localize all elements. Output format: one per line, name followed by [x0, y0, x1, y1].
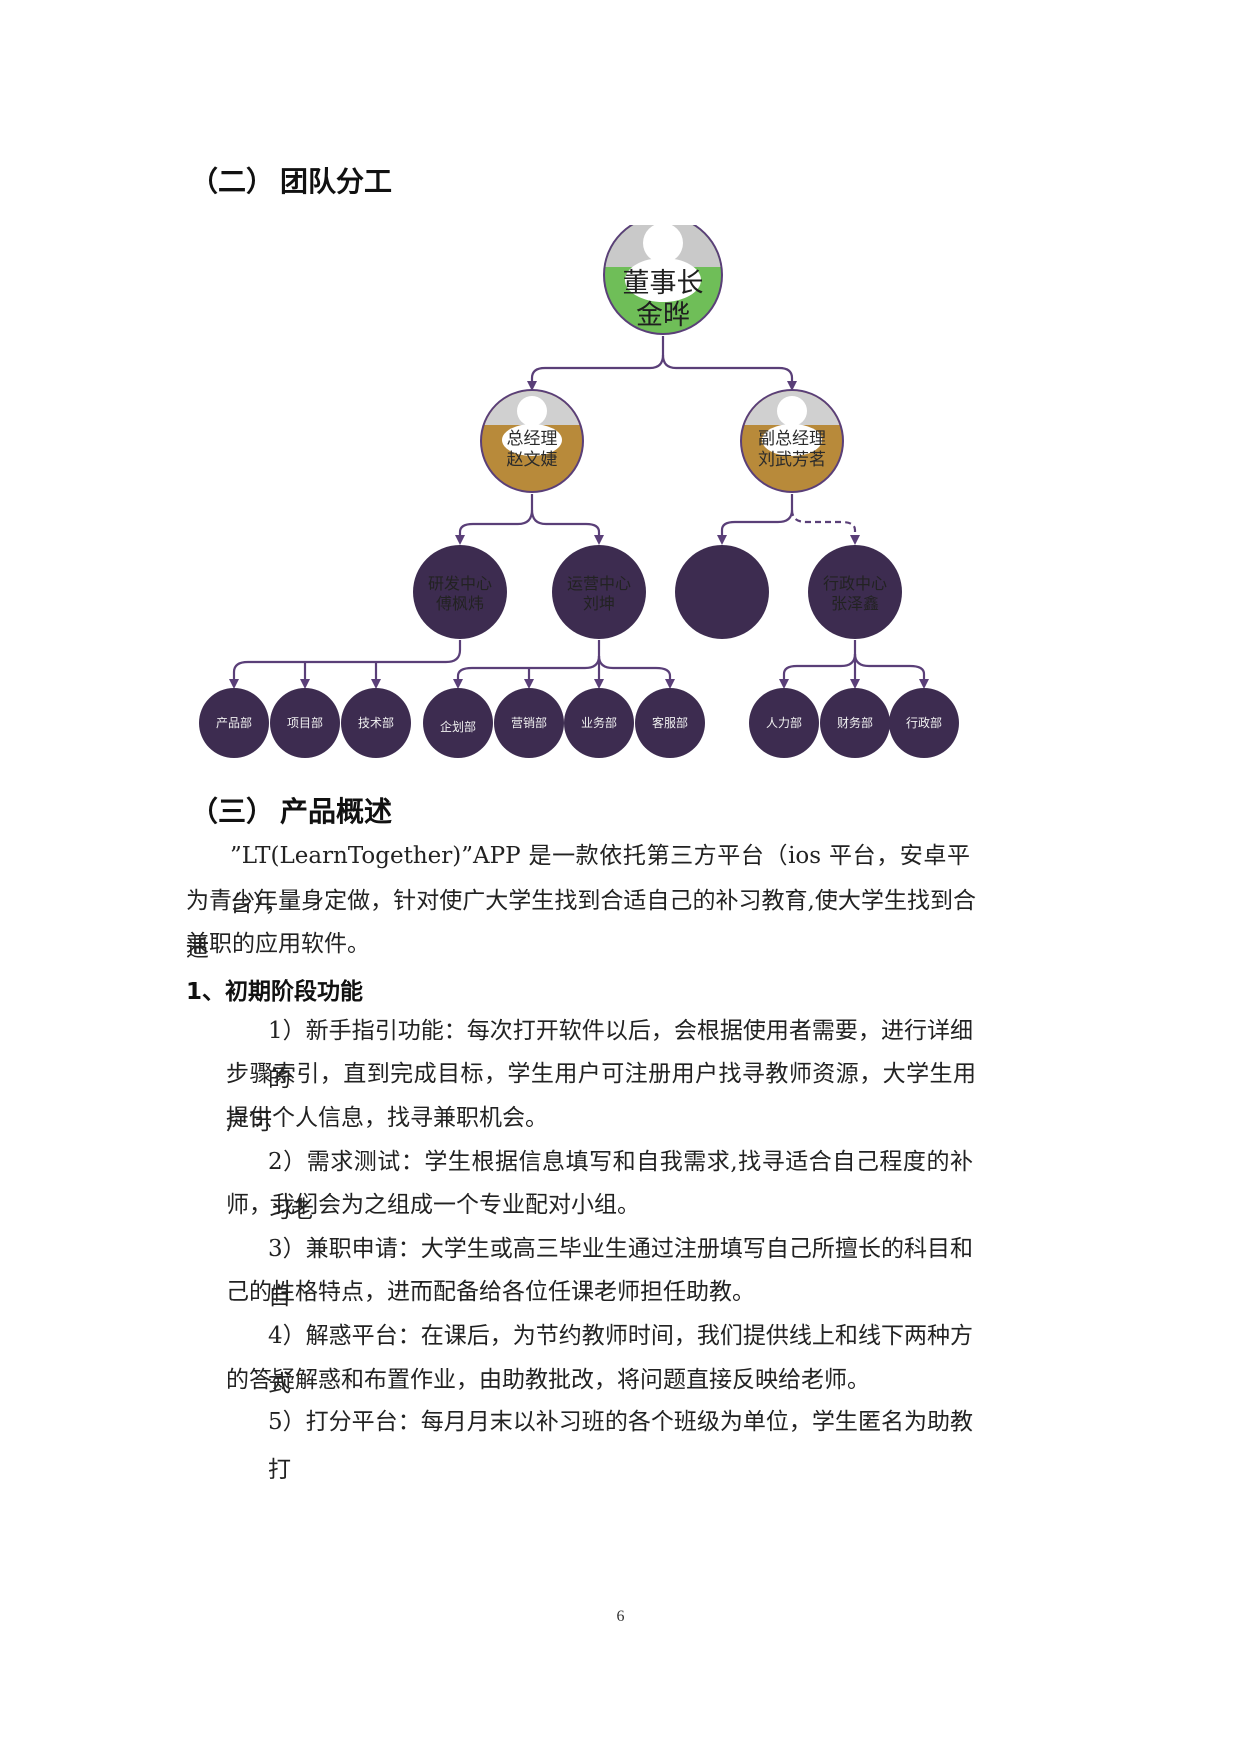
- dept-label: 产品部: [216, 715, 252, 730]
- intro-line-3: 兼职的应用软件。: [186, 931, 370, 957]
- vgm-name: 刘武芳茗: [758, 450, 826, 470]
- gm-role: 总经理: [507, 429, 558, 449]
- dept-node: 产品部: [199, 688, 269, 758]
- section-heading-team: （二）团队分工: [190, 160, 392, 200]
- ops-name: 刘坤: [583, 594, 615, 613]
- item-3-line-1: 3）兼职申请：大学生或高三毕业生通过注册填写自己所擅长的科目和自: [268, 1236, 973, 1310]
- dept-label: 企划部: [440, 719, 476, 734]
- item-1-line-3: 提供个人信息，找寻兼职机会。: [226, 1105, 548, 1131]
- intro-line-2: 为青少年量身定做，针对使广大学生找到合适自己的补习教育,使大学生找到合适: [186, 888, 976, 962]
- item-3-line-2: 己的性格特点，进而配备给各位任课老师担任助教。: [226, 1279, 755, 1305]
- departments: 产品部 项目部 技术部 企划部 营销部 业务部 客服部 人力部 财务部 行政部: [199, 688, 959, 758]
- node-blank-center: [675, 545, 769, 639]
- chairman-role: 董事长: [623, 268, 704, 299]
- rd-role: 研发中心: [428, 574, 492, 593]
- gm-name: 赵文婕: [507, 450, 558, 470]
- item-2-line-1: 2）需求测试：学生根据信息填写和自我需求,找寻适合自己程度的补习老: [268, 1149, 973, 1223]
- dept-node: 行政部: [889, 688, 959, 758]
- subheading-initial-features: 1、初期阶段功能: [186, 979, 364, 1005]
- section-title: 产品概述: [280, 795, 393, 828]
- dept-label: 财务部: [837, 715, 873, 730]
- section-number: （二）: [190, 165, 275, 198]
- avatar-icon: [605, 225, 721, 302]
- node-rd-center: 研发中心 傅枫炜: [413, 545, 507, 639]
- node-general-manager: 总经理 赵文婕: [480, 389, 584, 493]
- dept-node: 企划部: [423, 688, 493, 758]
- page-number: 6: [616, 1608, 625, 1625]
- node-ops-center: 运营中心 刘坤: [552, 545, 646, 639]
- dept-node: 客服部: [635, 688, 705, 758]
- dept-node: 人力部: [749, 688, 819, 758]
- dept-label: 项目部: [287, 715, 323, 730]
- intro-line-1: ”LT(LearnTogether)”APP 是一款依托第三方平台（ios 平台…: [230, 843, 970, 917]
- item-4-line-2: 的答疑解惑和布置作业，由助教批改，将问题直接反映给老师。: [226, 1367, 870, 1393]
- dept-node: 业务部: [564, 688, 634, 758]
- avatar-icon: [742, 391, 842, 456]
- vgm-role: 副总经理: [758, 429, 826, 449]
- node-admin-center: 行政中心 张泽鑫: [808, 545, 902, 639]
- admin-role: 行政中心: [823, 574, 887, 593]
- dept-node: 营销部: [494, 688, 564, 758]
- org-chart: 董事长 金晔 总经理 赵文婕 副总经理 刘武芳茗 研发中心 傅枫炜 运营中心: [199, 225, 959, 758]
- dept-label: 客服部: [652, 715, 688, 730]
- rd-name: 傅枫炜: [436, 594, 484, 613]
- dept-label: 人力部: [766, 715, 802, 730]
- dept-label: 技术部: [358, 715, 394, 730]
- dept-node: 技术部: [341, 688, 411, 758]
- item-2-line-2: 师，我们会为之组成一个专业配对小组。: [226, 1192, 640, 1218]
- section-heading-product: （三）产品概述: [190, 790, 392, 830]
- dept-label: 营销部: [511, 715, 547, 730]
- item-4-line-1: 4）解惑平台：在课后，为节约教师时间，我们提供线上和线下两种方式: [268, 1323, 973, 1397]
- item-1-line-2: 步骤索引，直到完成目标，学生用户可注册用户找寻教师资源，大学生用户可: [226, 1061, 976, 1135]
- admin-name: 张泽鑫: [831, 594, 879, 613]
- section-number: （三）: [190, 795, 275, 828]
- item-5-line-1: 5）打分平台：每月月末以补习班的各个班级为单位，学生匿名为助教打: [268, 1409, 973, 1483]
- node-vice-general-manager: 副总经理 刘武芳茗: [740, 389, 844, 493]
- section-title: 团队分工: [280, 165, 393, 198]
- node-chairman: 董事长 金晔: [603, 225, 723, 335]
- dept-node: 财务部: [820, 688, 890, 758]
- dept-label: 行政部: [906, 715, 942, 730]
- dept-label: 业务部: [581, 715, 617, 730]
- chairman-name: 金晔: [636, 300, 690, 331]
- ops-role: 运营中心: [567, 574, 631, 593]
- item-1-line-1: 1）新手指引功能：每次打开软件以后，会根据使用者需要，进行详细的: [268, 1018, 973, 1092]
- org-connectors: [229, 336, 929, 689]
- dept-node: 项目部: [270, 688, 340, 758]
